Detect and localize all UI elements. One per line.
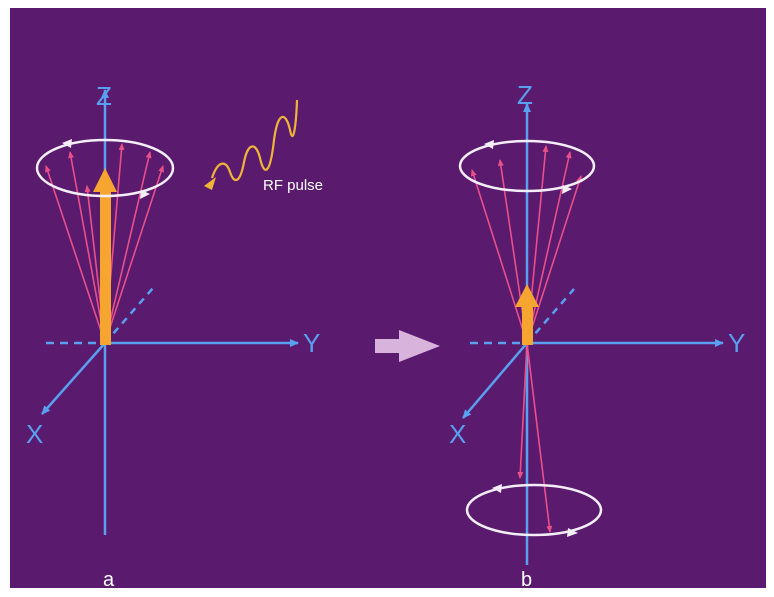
y-axis-label: Y xyxy=(303,328,320,358)
net-magnetization-vector xyxy=(522,305,533,345)
z-axis-label: Z xyxy=(517,80,533,110)
rf-pulse-label: RF pulse xyxy=(263,177,323,194)
y-axis-label: Y xyxy=(728,328,745,358)
caption-a: a xyxy=(103,569,115,591)
x-axis-label: X xyxy=(449,419,466,449)
caption-b: b xyxy=(521,569,532,591)
z-axis-label: Z xyxy=(96,81,112,111)
diagram-background xyxy=(10,8,766,588)
x-axis-label: X xyxy=(26,419,43,449)
net-magnetization-vector xyxy=(100,190,111,345)
